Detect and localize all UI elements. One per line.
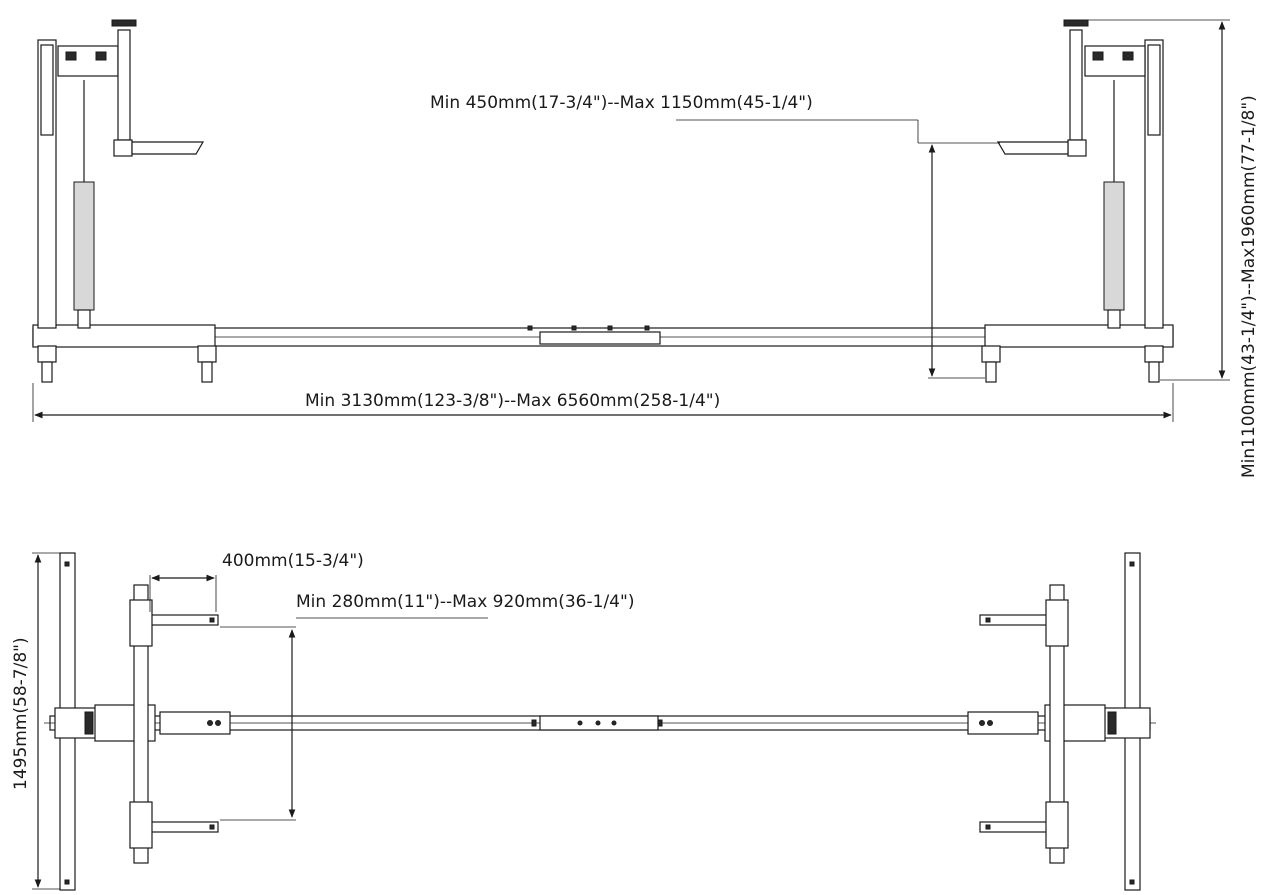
overall-height-label: Min1100mm(43-1/4")--Max1960mm(77-1/8") (1239, 95, 1259, 478)
overall-length-dimension: Min 3130mm(123-3/8")--Max 6560mm(258-1/4… (32, 383, 1174, 422)
arm-spacing-dimension: Min 280mm(11")--Max 920mm(36-1/4") (220, 592, 634, 821)
height-adjust-label: Min 450mm(17-3/4")--Max 1150mm(45-1/4") (430, 93, 813, 113)
side-base-beam (32, 324, 1174, 348)
top-support-arms (129, 599, 1069, 849)
overall-height-dimension: Min1100mm(43-1/4")--Max1960mm(77-1/8") (1082, 19, 1259, 478)
side-feet (37, 345, 1164, 383)
side-right-column (996, 19, 1164, 329)
base-width-dimension: 1495mm(58-7/8") (11, 552, 60, 890)
top-uprights (133, 584, 1065, 864)
top-view: 400mm(15-3/4") Min 280mm(11")--Max 920mm… (11, 551, 1156, 891)
arm-spacing-label: Min 280mm(11")--Max 920mm(36-1/4") (296, 592, 634, 612)
side-left-column (37, 19, 205, 329)
base-width-label: 1495mm(58-7/8") (11, 637, 31, 790)
arm-length-label: 400mm(15-3/4") (222, 551, 364, 571)
top-center-beam (44, 704, 1156, 742)
height-adjust-dimension: Min 450mm(17-3/4")--Max 1150mm(45-1/4") (430, 93, 1000, 379)
overall-length-label: Min 3130mm(123-3/8")--Max 6560mm(258-1/4… (305, 391, 720, 411)
side-view: Min 450mm(17-3/4")--Max 1150mm(45-1/4") … (32, 19, 1259, 478)
arm-length-dimension: 400mm(15-3/4") (149, 551, 364, 612)
